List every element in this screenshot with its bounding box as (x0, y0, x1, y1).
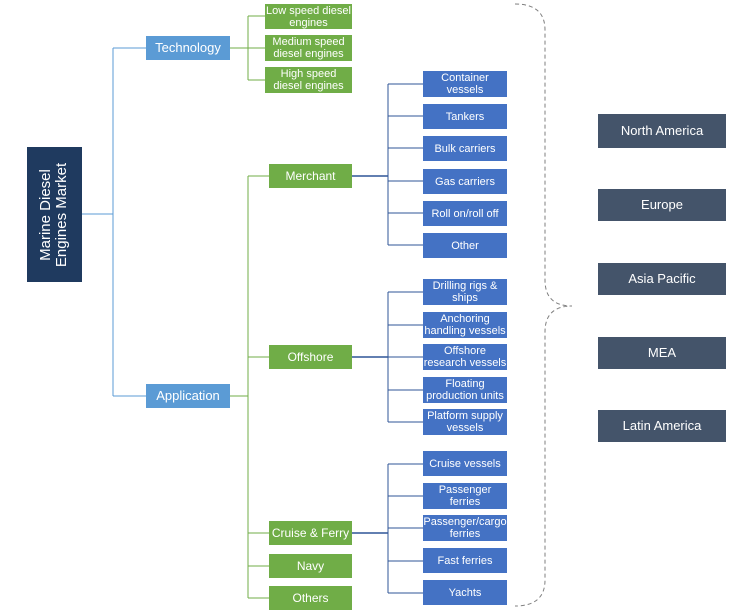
region-asia-pacific: Asia Pacific (598, 263, 726, 295)
merchant-tankers: Tankers (423, 104, 507, 129)
cruise-yachts: Yachts (423, 580, 507, 605)
app-merchant: Merchant (269, 164, 352, 188)
root-node: Marine Diesel Engines Market (27, 147, 82, 282)
region-north-america: North America (598, 114, 726, 148)
tech-low-speed: Low speed diesel engines (265, 4, 352, 29)
merchant-container-vessels: Container vessels (423, 71, 507, 97)
app-offshore: Offshore (269, 345, 352, 369)
merchant-connectors (352, 83, 423, 246)
application-node: Application (146, 384, 230, 408)
merchant-roll-on-roll-off: Roll on/roll off (423, 201, 507, 226)
cruise-fast-ferries: Fast ferries (423, 548, 507, 573)
region-brace (514, 3, 573, 607)
root-connectors (82, 47, 146, 397)
root-label-line-2: Engines Market (53, 162, 71, 267)
cruise-passenger-cargo-ferries: Passenger/cargo ferries (423, 515, 507, 541)
tech-medium-speed: Medium speed diesel engines (265, 35, 352, 61)
app-cruise-ferry: Cruise & Ferry (269, 521, 352, 545)
root-label-line-1: Marine Diesel (37, 168, 55, 261)
merchant-gas-carriers: Gas carriers (423, 169, 507, 194)
region-latin-america: Latin America (598, 410, 726, 442)
app-others: Others (269, 586, 352, 610)
region-europe: Europe (598, 189, 726, 221)
region-mea: MEA (598, 337, 726, 369)
offshore-drilling-rigs: Drilling rigs & ships (423, 279, 507, 305)
cruise-passenger-ferries: Passenger ferries (423, 483, 507, 509)
technology-connectors (230, 15, 265, 81)
offshore-floating-production: Floating production units (423, 377, 507, 403)
offshore-platform-supply: Platform supply vessels (423, 409, 507, 435)
cruise-ferry-connectors (352, 463, 423, 594)
merchant-bulk-carriers: Bulk carriers (423, 136, 507, 161)
offshore-connectors (352, 291, 423, 423)
offshore-research-vessels: Offshore research vessels (423, 344, 507, 370)
application-connectors (230, 175, 269, 599)
merchant-other: Other (423, 233, 507, 258)
root-label: Marine Diesel Engines Market (37, 162, 71, 267)
technology-node: Technology (146, 36, 230, 60)
cruise-cruise-vessels: Cruise vessels (423, 451, 507, 476)
offshore-anchoring-handling: Anchoring handling vessels (423, 312, 507, 338)
tech-high-speed: High speed diesel engines (265, 67, 352, 93)
app-navy: Navy (269, 554, 352, 578)
